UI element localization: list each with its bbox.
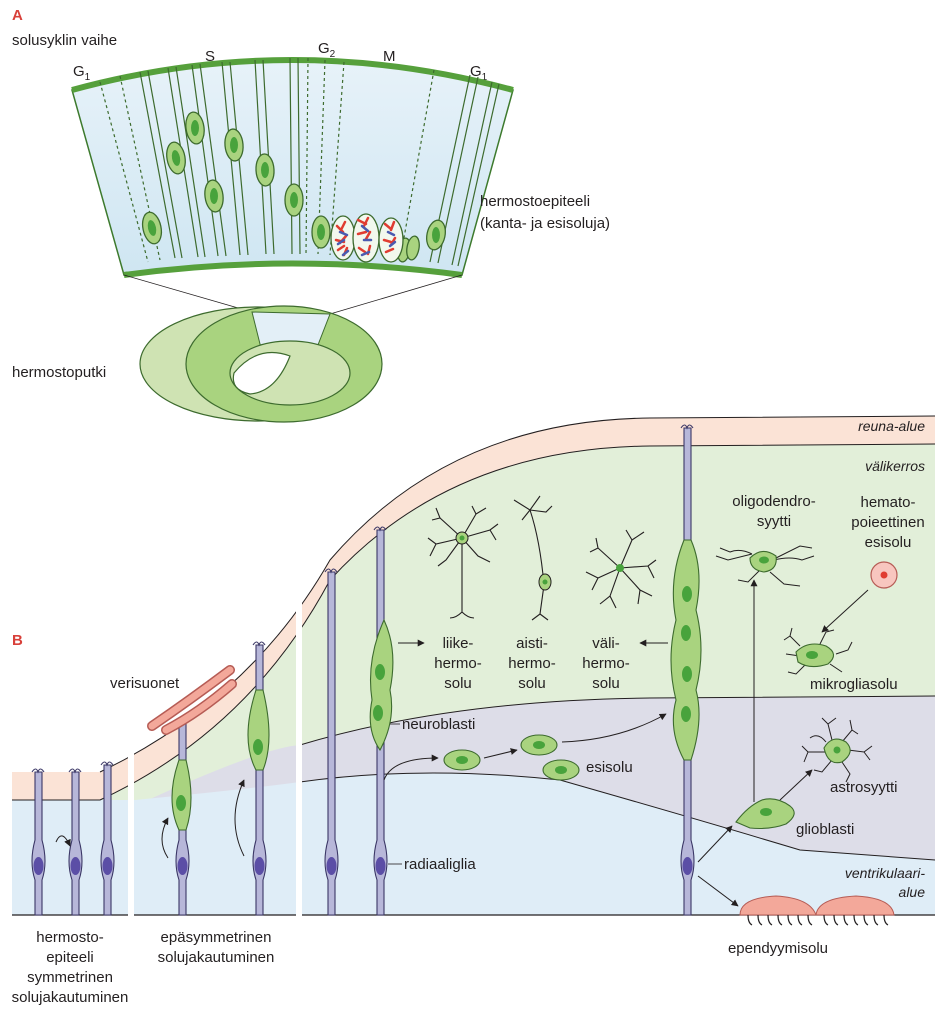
hemato-label-3: esisolu — [865, 534, 912, 551]
basal-surface — [123, 260, 463, 278]
radial-glia-label: radiaaliglia — [404, 856, 476, 873]
cortex-zones — [12, 415, 935, 920]
phase-g1-start: G1 — [73, 63, 91, 83]
svg-text:symmetrinen: symmetrinen — [27, 969, 113, 986]
glioblast — [735, 798, 795, 830]
svg-text:solu: solu — [518, 675, 546, 692]
svg-text:solujakautuminen: solujakautuminen — [12, 989, 129, 1006]
microglia — [783, 627, 853, 675]
svg-text:solu: solu — [444, 675, 472, 692]
phase-g2: G2 — [318, 40, 336, 60]
division-arrows — [55, 779, 245, 859]
svg-text:solujakautuminen: solujakautuminen — [158, 949, 275, 966]
neural-tube — [139, 305, 383, 423]
svg-text:solu: solu — [592, 675, 620, 692]
svg-text:hermosto-: hermosto- — [36, 929, 104, 946]
motor-neuron-label: liike- hermo- solu — [434, 635, 482, 692]
astrocyte — [801, 717, 873, 783]
vessels-label: verisuonet — [110, 675, 180, 692]
glia-arrows — [697, 579, 869, 907]
ventricular-zone-label-2: alue — [899, 884, 926, 900]
interneuron — [585, 529, 657, 609]
phase-m: M — [383, 48, 396, 65]
panel-b-label: B — [12, 632, 23, 649]
svg-text:aisti-: aisti- — [516, 635, 548, 652]
oligodendrocyte — [715, 545, 815, 587]
symmetric-division-caption: hermosto- epiteeli symmetrinen solujakau… — [12, 929, 129, 1006]
svg-text:hermo-: hermo- — [434, 655, 482, 672]
neuroepithelium-label: hermostoepiteeli — [480, 193, 590, 210]
glioblast-label: glioblasti — [796, 821, 854, 838]
oligodendrocyte-label: oligodendro- — [732, 493, 815, 510]
zoom-lines — [123, 274, 463, 315]
panel-a-label: A — [12, 7, 23, 24]
interneuron-soma — [616, 564, 624, 572]
svg-text:väli-: väli- — [592, 635, 620, 652]
progenitor-label: esisolu — [586, 759, 633, 776]
neural-tube-label: hermostoputki — [12, 364, 106, 381]
phase-s: S — [205, 48, 215, 65]
ependymal-cells — [739, 895, 895, 926]
hemato-label-2: poieettinen — [851, 514, 924, 531]
hemato-label-1: hemato- — [860, 494, 915, 511]
interneuron-label: väli- hermo- solu — [582, 635, 630, 692]
cell-cycle-title: solusyklin vaihe — [12, 32, 117, 49]
asymmetric-division-caption: epäsymmetrinen solujakautuminen — [158, 929, 275, 966]
astrocyte-label: astrosyytti — [830, 779, 898, 796]
oligodendrocyte-label-2: syytti — [757, 513, 791, 530]
neuroblast-label: neuroblasti — [402, 716, 475, 733]
blood-vessels — [147, 665, 237, 735]
svg-text:epäsymmetrinen: epäsymmetrinen — [161, 929, 272, 946]
sensory-neuron-label: aisti- hermo- solu — [508, 635, 556, 692]
ependymal-label: ependyymisolu — [728, 940, 828, 957]
svg-text:epiteeli: epiteeli — [46, 949, 94, 966]
neural-canal — [232, 351, 291, 395]
neuroepithelium-sublabel: (kanta- ja esisoluja) — [480, 215, 610, 232]
intermediate-zone-label: välikerros — [865, 458, 925, 474]
svg-text:hermo-: hermo- — [508, 655, 556, 672]
microglia-label: mikrogliasolu — [810, 676, 898, 693]
apical-surface — [71, 57, 514, 93]
mitotic-cells — [330, 213, 404, 263]
sensory-neuron — [513, 495, 553, 621]
ventricular-zone-label: ventrikulaari- — [845, 865, 925, 881]
radial-glia-nuclei — [33, 857, 693, 875]
marginal-zone-label: reuna-alue — [858, 418, 925, 434]
hematopoietic-progenitor — [870, 561, 898, 589]
svg-text:liike-: liike- — [443, 635, 474, 652]
svg-text:hermo-: hermo- — [582, 655, 630, 672]
neuroepithelium-wedge — [71, 57, 514, 278]
motor-neuron — [427, 505, 499, 619]
